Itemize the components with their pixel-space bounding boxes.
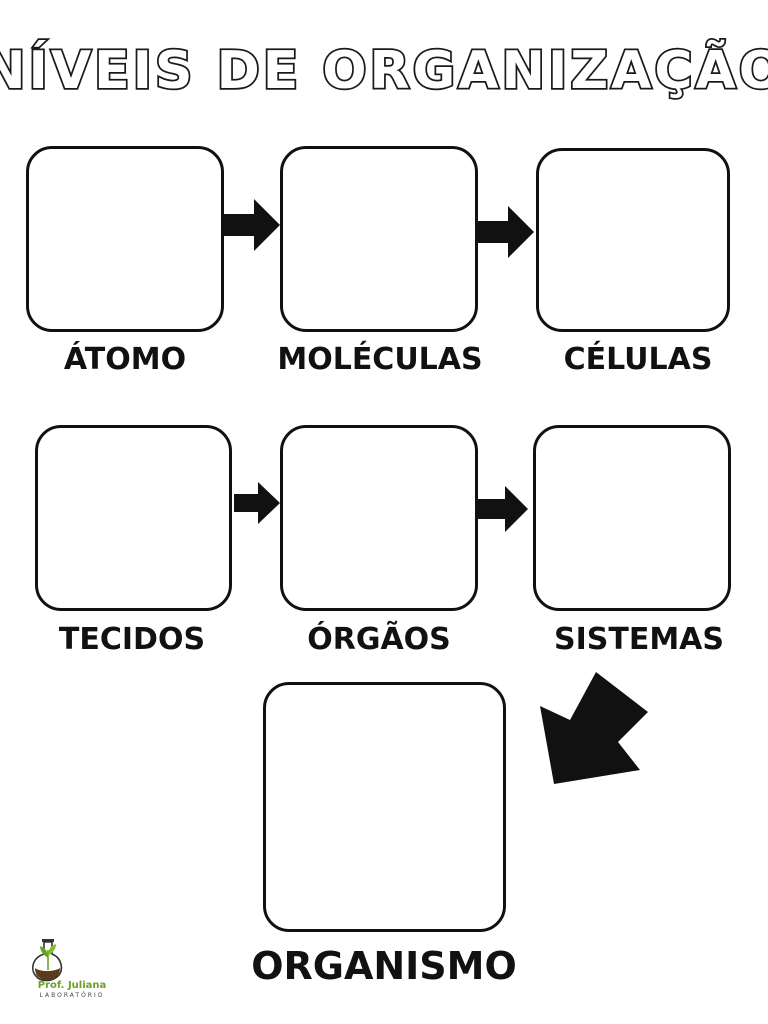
label-moleculas: MOLÉCULAS — [277, 342, 483, 377]
flask-plant-icon — [31, 939, 63, 982]
logo-name: Prof. Juliana — [37, 980, 107, 991]
label-atomo: ÁTOMO — [63, 342, 187, 377]
box-sistemas — [533, 425, 731, 611]
label-sistemas: SISTEMAS — [553, 622, 724, 657]
page-title: NÍVEIS DE ORGANIZAÇÃO — [0, 30, 768, 110]
box-orgaos — [280, 425, 478, 611]
title-svg: NÍVEIS DE ORGANIZAÇÃO — [0, 38, 768, 103]
arrow-right-icon — [234, 482, 280, 524]
arrow-right-icon — [478, 486, 528, 532]
box-tecidos — [35, 425, 232, 611]
box-celulas — [536, 148, 730, 332]
arrow-right-icon — [478, 206, 534, 258]
logo-subtitle: LABORATÓRIO — [39, 992, 105, 999]
label-celulas: CÉLULAS — [563, 342, 713, 377]
title-text: NÍVEIS DE ORGANIZAÇÃO — [0, 40, 768, 101]
label-tecidos: TECIDOS — [58, 622, 206, 657]
label-organismo: ORGANISMO — [251, 944, 517, 988]
box-organismo — [263, 682, 506, 932]
label-orgaos: ÓRGÃOS — [307, 622, 451, 657]
arrow-right-icon — [224, 199, 280, 251]
arrow-down-left-icon — [540, 672, 648, 784]
box-moleculas — [280, 146, 478, 332]
box-atomo — [26, 146, 224, 332]
